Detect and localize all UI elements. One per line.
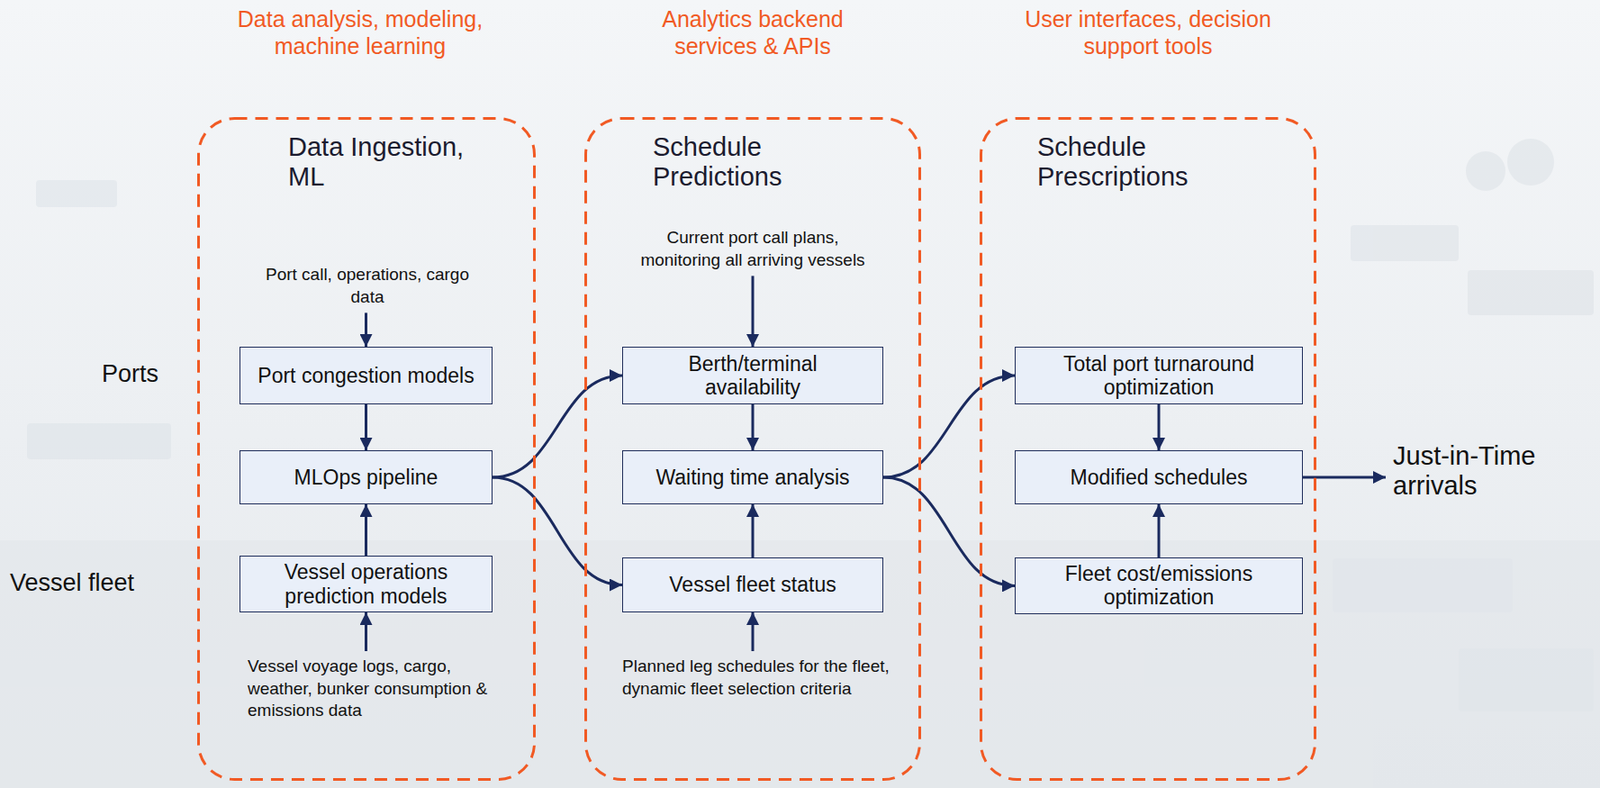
region-heading: Schedule Prescriptions [1037, 132, 1249, 193]
input-note: Vessel voyage logs, cargo, weather, bunk… [247, 655, 518, 723]
section-caption: Analytics backend services & APIs [626, 5, 879, 60]
input-note: Planned leg schedules for the fleet, dyn… [622, 655, 893, 700]
box-text: Port congestion models [257, 363, 474, 388]
section-caption: User interfaces, decision support tools [999, 5, 1297, 60]
region-heading: Data Ingestion, ML [288, 132, 478, 193]
process-box: Fleet cost/emissions optimization [1014, 557, 1303, 615]
flow-arrow [883, 375, 1015, 478]
process-box: Modified schedules [1014, 450, 1303, 505]
input-note: Port call, operations, cargo data [259, 263, 476, 308]
box-text: Modified schedules [1070, 465, 1248, 489]
box-text: Vessel operations prediction models [256, 560, 476, 608]
flow-arrow [492, 477, 623, 586]
box-text: MLOps pipeline [294, 465, 439, 489]
input-arrow [751, 275, 755, 347]
flow-arrow [364, 404, 368, 451]
box-text: Vessel fleet status [668, 572, 836, 597]
input-arrow [751, 612, 755, 651]
process-box: Total port turnaround optimization [1014, 346, 1303, 405]
box-text: Berth/terminal availability [639, 352, 867, 400]
process-box: Waiting time analysis [622, 450, 884, 505]
box-text: Waiting time analysis [655, 465, 850, 489]
port-silhouette [0, 138, 1600, 788]
input-arrow [364, 612, 368, 651]
flow-arrow [492, 375, 623, 478]
flow-arrow [364, 504, 368, 556]
region-heading: Schedule Predictions [652, 132, 851, 193]
box-text: Total port turnaround optimization [1031, 352, 1286, 400]
output-label: Just-in-Time arrivals [1392, 441, 1582, 502]
process-box: Vessel fleet status [622, 557, 884, 613]
flow-arrow [1157, 504, 1161, 558]
flow-arrow [751, 404, 755, 451]
process-box: Port congestion models [239, 346, 493, 405]
process-box: Vessel operations prediction models [239, 555, 493, 613]
flow-arrow [1157, 404, 1161, 451]
box-text: Fleet cost/emissions optimization [1031, 561, 1286, 610]
process-box: MLOps pipeline [239, 450, 493, 505]
row-label: Vessel fleet [9, 569, 135, 597]
input-note: Current port call plans, monitoring all … [631, 226, 875, 272]
row-label: Ports [101, 360, 159, 389]
flow-arrow [883, 477, 1015, 586]
region-outline [979, 117, 1317, 781]
input-arrow [364, 312, 368, 347]
flow-arrow [751, 504, 755, 558]
dashed-region: Schedule PrescriptionsTotal port turnaro… [979, 117, 1317, 781]
section-caption: Data analysis, modeling, machine learnin… [211, 5, 509, 60]
process-box: Berth/terminal availability [622, 346, 884, 405]
